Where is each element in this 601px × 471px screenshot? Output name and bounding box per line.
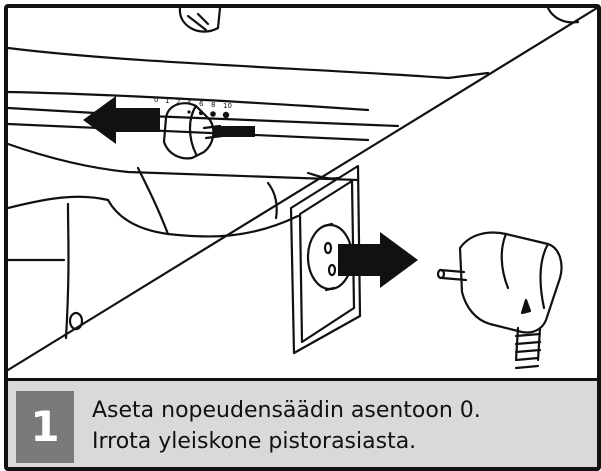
dial-label-4: 4 [187,99,192,107]
dial-label-1: 1 [165,97,169,105]
screw-icon [178,8,222,33]
dial-label-0: 0 [154,96,158,104]
speed-slot [213,126,255,137]
step-badge: 1 [16,391,74,463]
speed-dial-labels: 0 1 2 4 6 8 10 [154,96,232,119]
caption-bar: 1 Aseta nopeudensäädin asentoon 0. Irrot… [8,378,597,467]
instruction-line-1: Aseta nopeudensäädin asentoon 0. [92,398,481,423]
divider-line [8,8,597,372]
step-number: 1 [30,402,60,451]
dial-label-2: 2 [176,98,180,106]
instruction-text: Aseta nopeudensäädin asentoon 0. Irrota … [92,395,481,457]
speed-knob-icon [162,102,224,160]
dial-label-10: 10 [223,102,232,110]
control-panel-strip [8,106,400,128]
dial-label-6: 6 [199,100,204,108]
plug-icon [436,231,563,370]
right-arrow-icon [338,232,418,288]
mixer-housing-top [8,46,490,80]
instruction-line-2: Irrota yleiskone pistorasiasta. [92,429,417,454]
left-arrow-icon [83,96,160,144]
dial-label-8: 8 [211,101,215,109]
illustration: 0 1 2 4 6 8 10 [8,8,597,372]
instruction-panel: 0 1 2 4 6 8 10 1 Aseta nopeudensäädin as… [4,4,601,471]
